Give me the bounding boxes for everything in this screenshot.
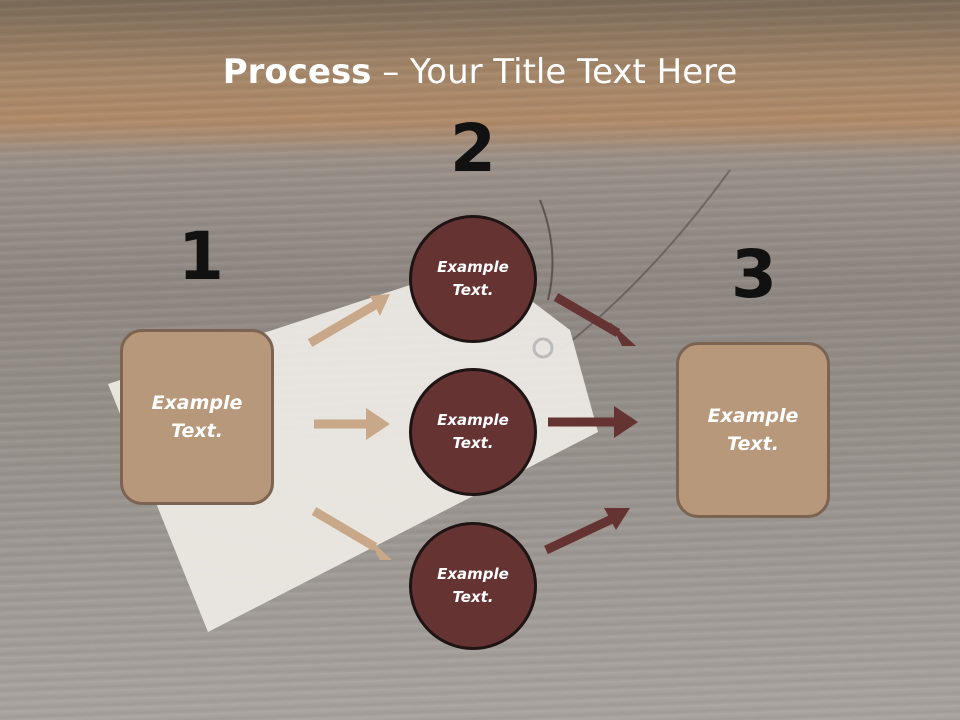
step-number-2: 2 [450,110,496,187]
arrow-from-circle-1 [553,293,636,346]
right-step-box-text: Example Text. [707,404,799,456]
title-rest: – Your Title Text Here [371,52,738,92]
left-step-box[interactable]: Example Text. [120,329,274,505]
step-number-1: 1 [178,218,224,295]
circle-2-text: Example Text. [437,410,509,452]
circle-3[interactable]: Example Text. [409,522,537,650]
left-step-box-text: Example Text. [151,391,243,443]
title-bold: Process [222,52,372,92]
circle-3-text: Example Text. [437,564,509,606]
page-title: Process – Your Title Text Here [0,52,960,92]
arrow-from-circle-3 [544,508,630,555]
circle-2[interactable]: Example Text. [409,368,537,496]
circle-1[interactable]: Example Text. [409,215,537,343]
circle-1-text: Example Text. [437,257,509,299]
arrow-from-circle-2 [548,406,638,438]
arrow-to-circle-2 [314,408,390,440]
arrow-to-circle-1 [307,294,390,347]
arrow-to-circle-3 [311,507,392,560]
step-number-3: 3 [731,236,777,313]
right-step-box[interactable]: Example Text. [676,342,830,518]
